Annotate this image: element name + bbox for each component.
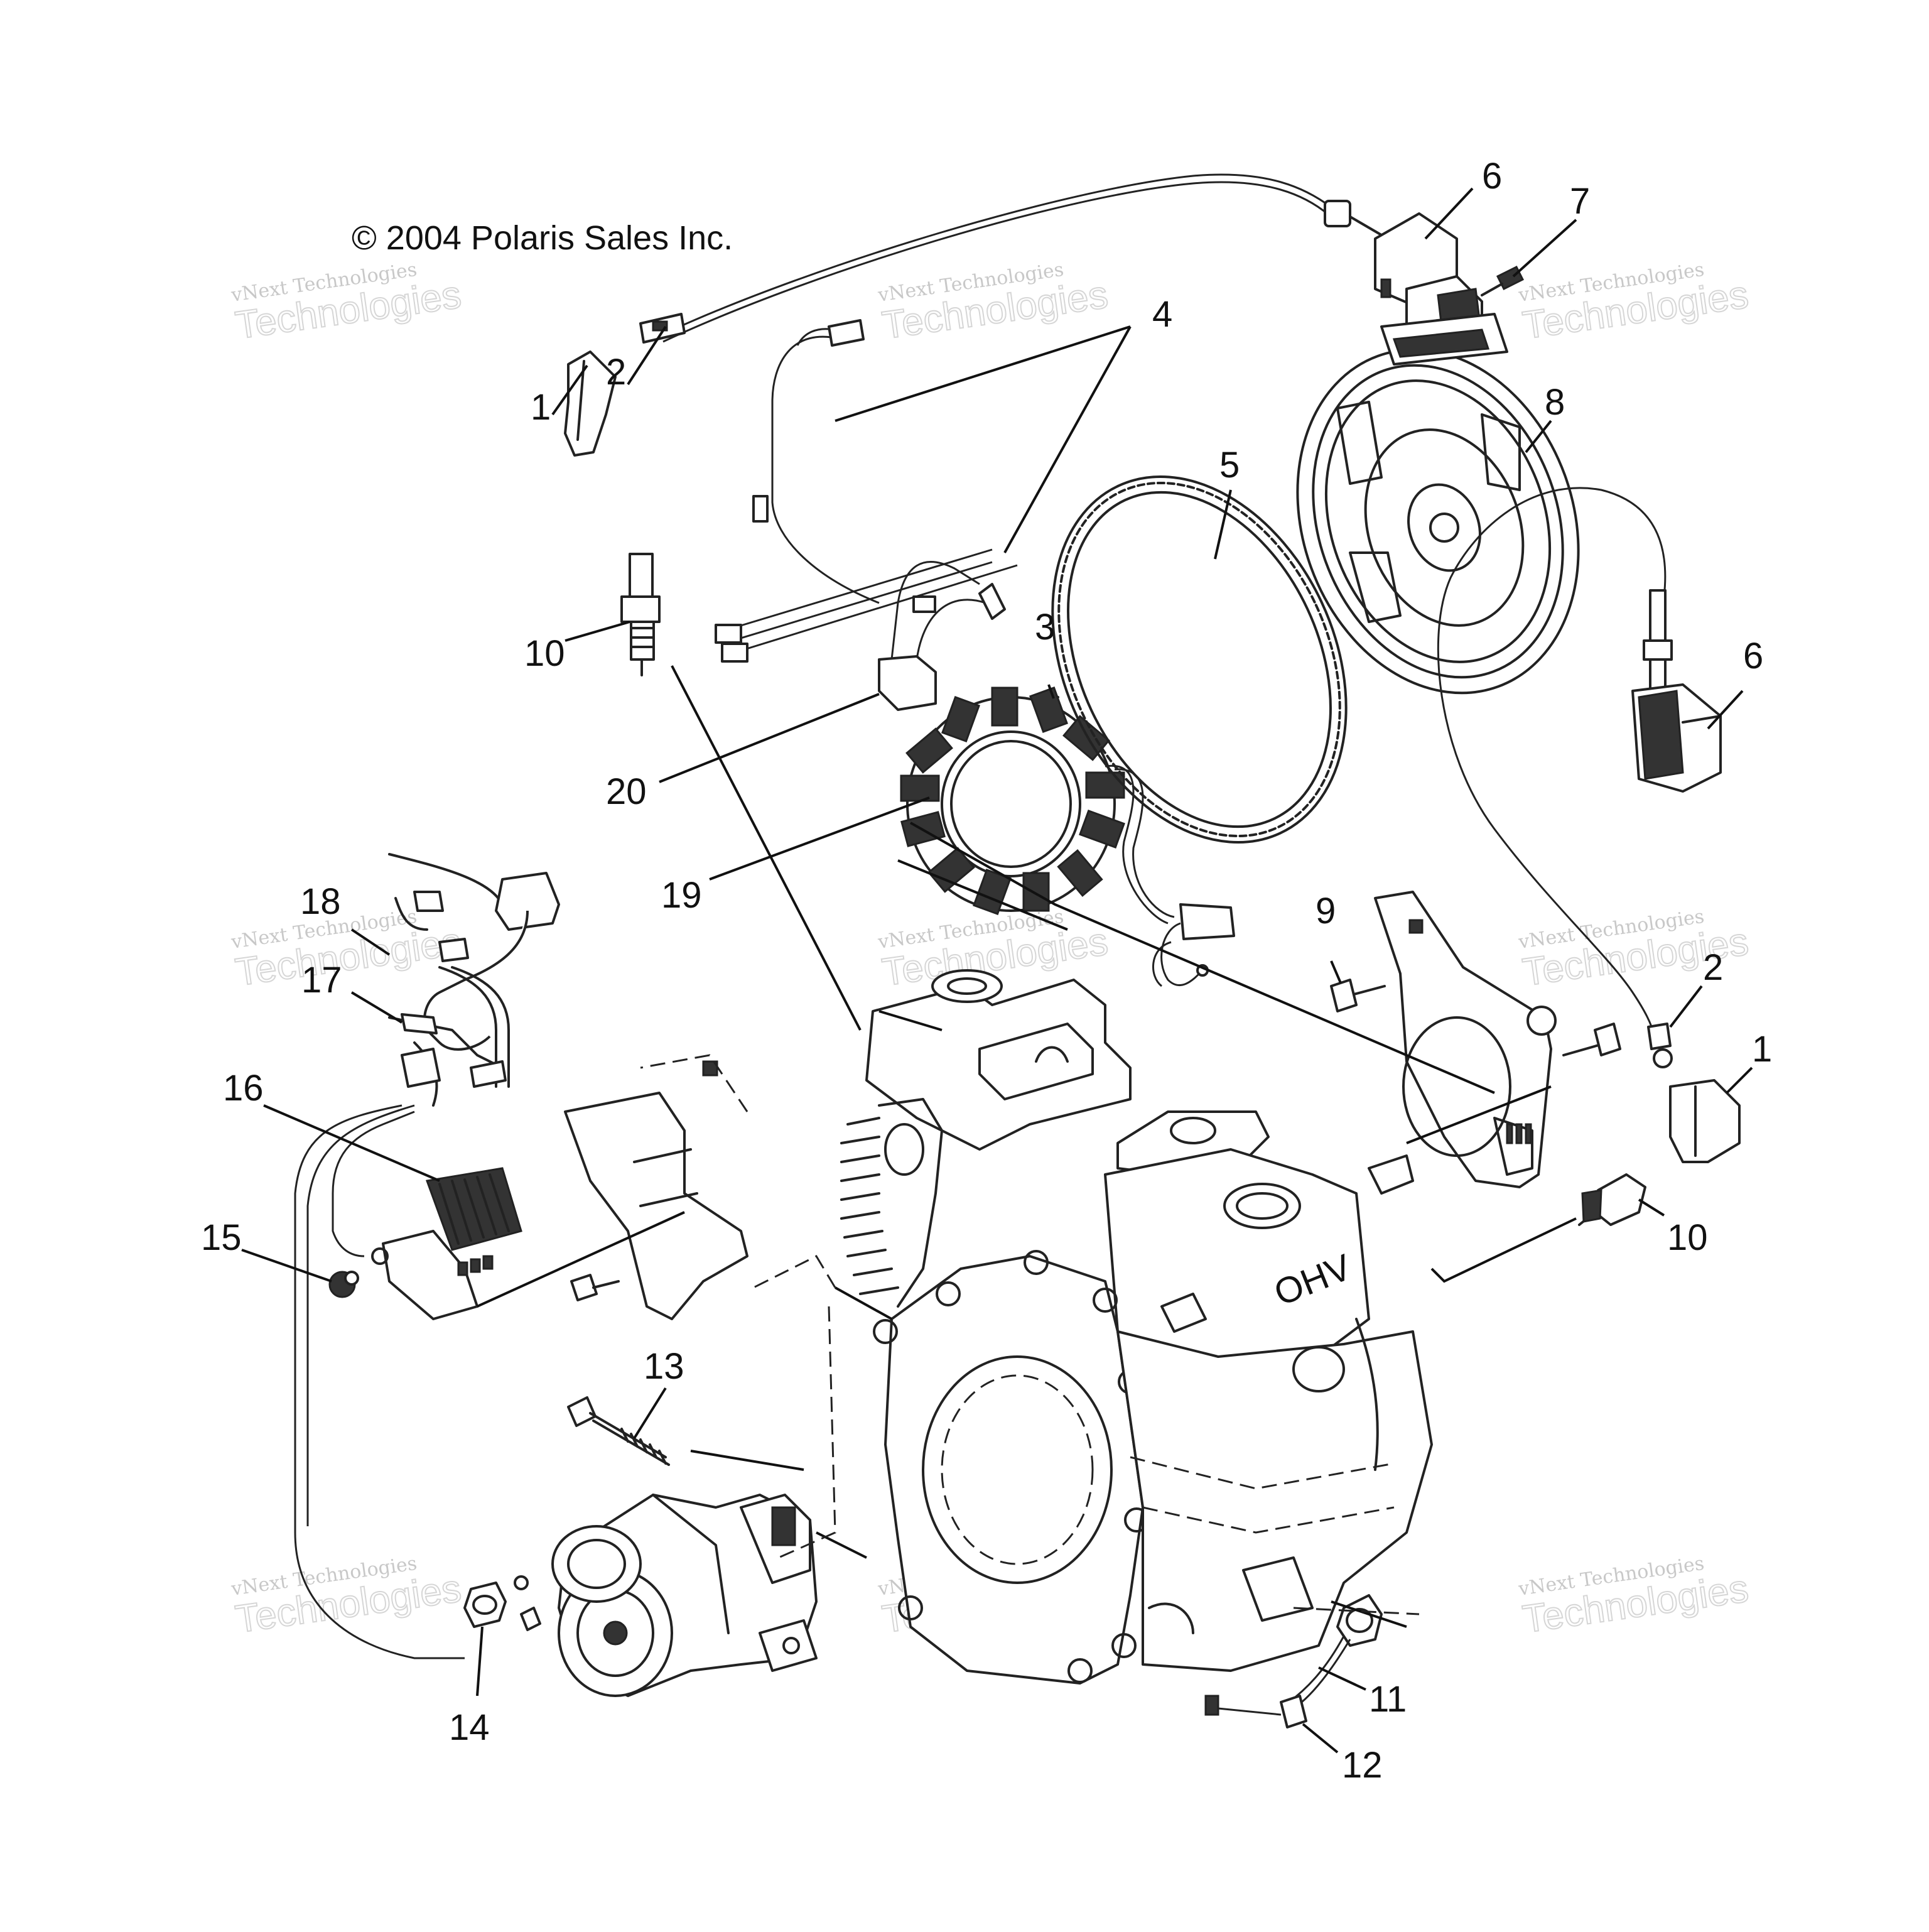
callout-1-left: 1 <box>531 387 551 428</box>
spark-plug-cap-right <box>1669 1079 1741 1163</box>
callout-3: 3 <box>1035 607 1055 648</box>
assembly-lines <box>477 665 1577 1628</box>
bracket-9 <box>1330 891 1621 1188</box>
callout-9: 9 <box>1316 891 1336 931</box>
watermark: Technologies vNext Technologies <box>876 259 1111 348</box>
starter-motor <box>551 1494 818 1697</box>
callout-6-right: 6 <box>1743 636 1763 676</box>
callout-11: 11 <box>1369 1679 1407 1720</box>
clip-2-right <box>1647 1023 1673 1068</box>
mount-bracket <box>564 1060 748 1320</box>
callout-1-right: 1 <box>1752 1029 1772 1070</box>
bolt-13 <box>567 1396 670 1466</box>
callout-19: 19 <box>661 875 702 916</box>
spark-plug-right <box>1578 1173 1646 1226</box>
watermark: Technologies vNext Technologies <box>229 906 464 995</box>
callout-18: 18 <box>300 881 341 922</box>
ignition-coil-top <box>662 173 1483 353</box>
nut-14 <box>463 1575 541 1631</box>
copyright-notice: © 2004 Polaris Sales Inc. <box>352 219 733 257</box>
engine-block: OHV <box>840 969 1433 1685</box>
callout-16: 16 <box>223 1068 264 1109</box>
watermark: Technologies vNext Technologies <box>229 1553 464 1642</box>
callout-8: 8 <box>1545 382 1565 423</box>
ignition-coil-right <box>1437 487 1722 1037</box>
watermark: Technologies vNext Technologies <box>1516 1553 1751 1642</box>
callout-12: 12 <box>1342 1745 1383 1786</box>
bolt-7 <box>1481 265 1525 296</box>
ring-gear-5 <box>1051 475 1348 844</box>
clip-2-left <box>639 313 686 344</box>
callout-20: 20 <box>606 771 647 812</box>
callout-10-right: 10 <box>1667 1217 1708 1258</box>
flywheel-8 <box>1296 313 1580 695</box>
callout-15: 15 <box>201 1217 242 1258</box>
callout-6-top: 6 <box>1482 156 1502 197</box>
callout-4: 4 <box>1152 294 1172 335</box>
callout-17: 17 <box>301 960 342 1001</box>
callout-14: 14 <box>449 1707 490 1748</box>
callout-13: 13 <box>644 1346 684 1387</box>
callout-10-left: 10 <box>524 633 565 674</box>
sensor-11 <box>1204 1594 1383 1728</box>
callout-7: 7 <box>1570 181 1590 222</box>
callout-2-right: 2 <box>1703 947 1723 988</box>
wire-runs <box>294 1104 465 1659</box>
spark-plug-left <box>620 553 661 676</box>
callouts: 1 2 3 4 5 6 7 8 6 10 20 19 18 17 16 15 <box>201 156 1772 1786</box>
callout-5: 5 <box>1219 445 1240 486</box>
watermark: Technologies vNext Technologies <box>1516 259 1751 348</box>
wiring-harness-4 <box>715 319 1018 711</box>
screw-15 <box>328 1271 359 1298</box>
voltage-regulator-16 <box>371 1167 522 1320</box>
watermark: Technologies vNext Technologies <box>229 259 464 348</box>
harness-18 <box>388 853 560 1107</box>
callout-2-left: 2 <box>606 352 626 393</box>
